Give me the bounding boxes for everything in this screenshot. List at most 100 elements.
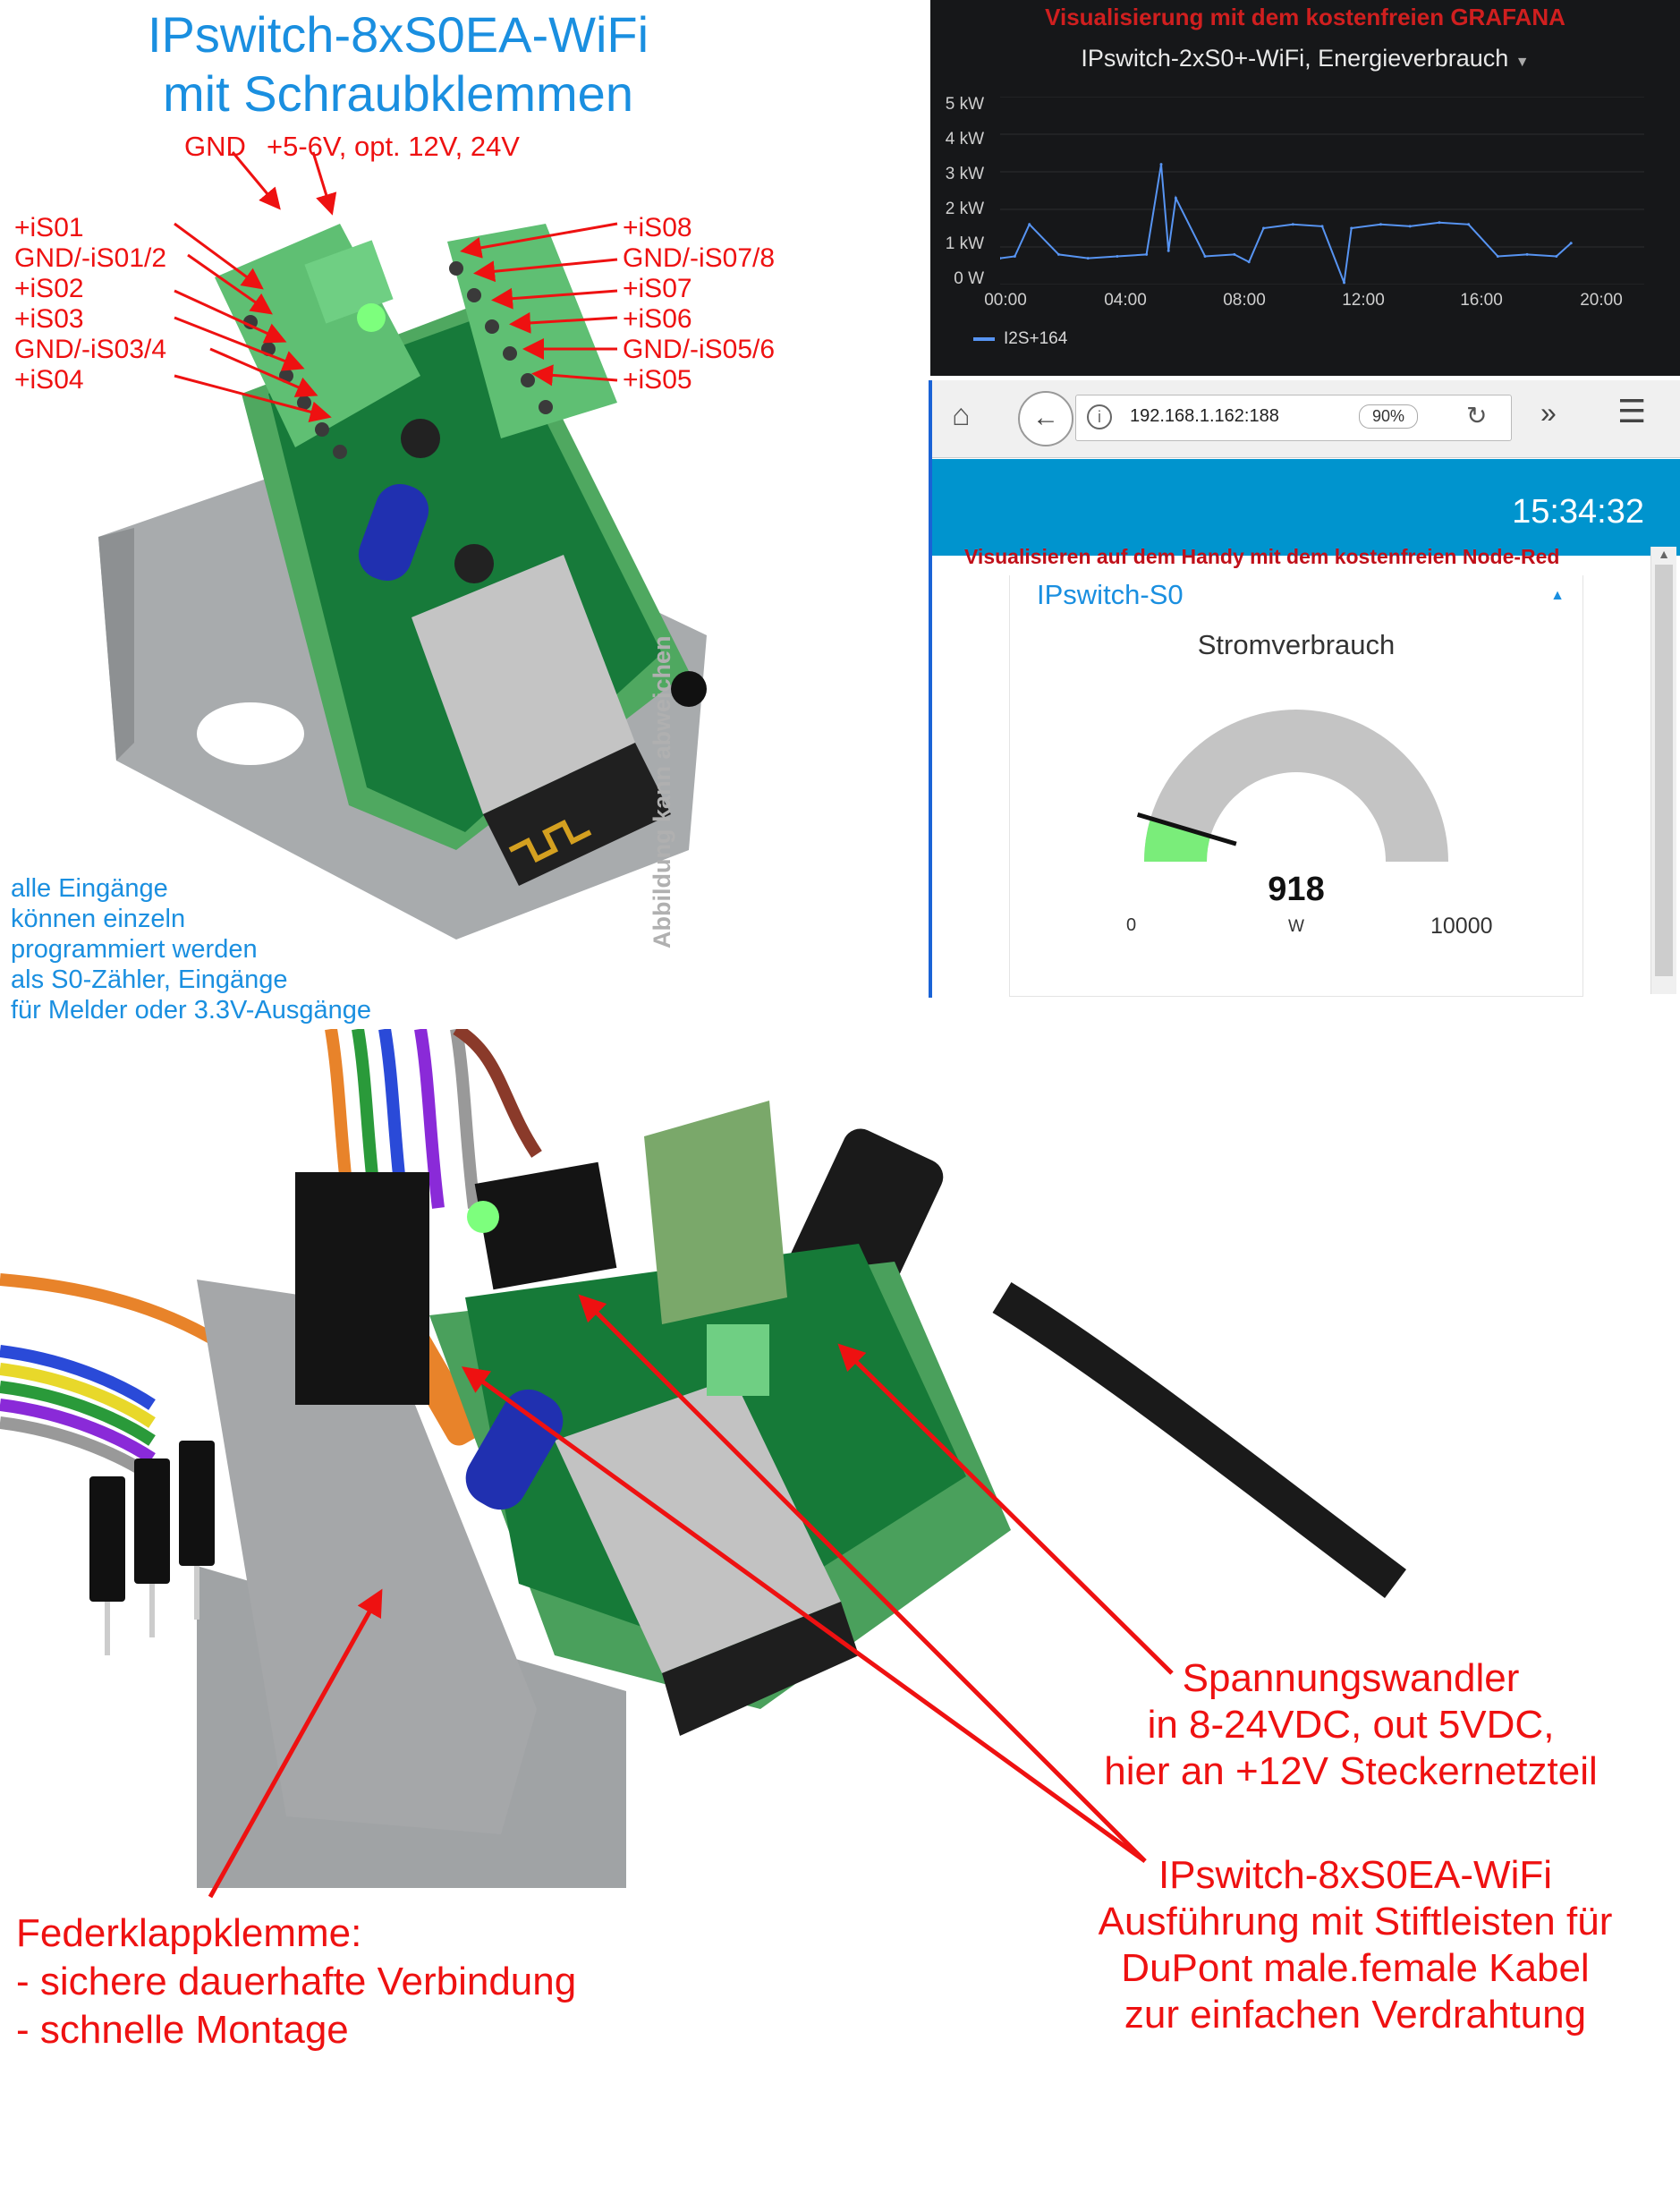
pin-label-is02: +iS02 bbox=[14, 274, 84, 303]
data-point bbox=[1167, 249, 1170, 252]
scroll-thumb[interactable] bbox=[1655, 565, 1673, 976]
scroll-up-icon[interactable]: ▲ bbox=[1658, 547, 1670, 561]
data-point bbox=[1320, 225, 1324, 228]
pin-label-is05: +iS05 bbox=[623, 365, 692, 395]
x-tick: 04:00 bbox=[1104, 291, 1147, 310]
menu-icon[interactable]: ☰ bbox=[1617, 393, 1647, 429]
grafana-chart bbox=[1000, 97, 1644, 285]
inputs-note-line: programmiert werden bbox=[11, 935, 258, 964]
data-point bbox=[1569, 242, 1573, 245]
clock: 15:34:32 bbox=[1512, 493, 1644, 531]
vin-label: +5-6V, opt. 12V, 24V bbox=[267, 131, 520, 162]
gauge-needle bbox=[1136, 812, 1237, 846]
data-point bbox=[1350, 226, 1353, 230]
page-title: IPswitch-8xS0EA-WiFi mit Schraubklemmen bbox=[89, 5, 707, 123]
gauge-value: 918 bbox=[1268, 871, 1325, 908]
x-tick: 16:00 bbox=[1460, 291, 1503, 310]
caption-line: Federklappklemme: bbox=[16, 1911, 362, 1955]
collapse-icon[interactable]: ▲ bbox=[1550, 588, 1565, 603]
gauge-min: 0 bbox=[1126, 915, 1137, 935]
inputs-note-line: für Melder oder 3.3V-Ausgänge bbox=[11, 996, 372, 1025]
data-point bbox=[1408, 225, 1412, 228]
board-illustration bbox=[98, 224, 707, 940]
y-tick: 5 kW bbox=[945, 95, 984, 114]
device-caption: IPswitch-8xS0EA-WiFi Ausführung mit Stif… bbox=[1038, 1852, 1673, 2038]
data-point bbox=[1028, 223, 1031, 226]
pin-label-is01: +iS01 bbox=[14, 213, 84, 242]
pin-label-gnd-is07-8: GND/-iS07/8 bbox=[623, 243, 776, 273]
data-point bbox=[1438, 221, 1441, 225]
inputs-note-line: können einzeln bbox=[11, 905, 186, 933]
legend-swatch bbox=[973, 336, 995, 341]
pin-label-gnd-is03-4: GND/-iS03/4 bbox=[14, 335, 167, 364]
series-line-I2S+164 bbox=[1000, 164, 1572, 284]
gauge-track bbox=[1144, 710, 1448, 862]
caption-line: - schnelle Montage bbox=[16, 2008, 349, 2052]
title-line-2: mit Schraubklemmen bbox=[163, 65, 633, 122]
clamp-caption: Federklappklemme: - sichere dauerhafte V… bbox=[16, 1909, 576, 2054]
x-tick: 00:00 bbox=[984, 291, 1027, 310]
reload-icon[interactable]: ↻ bbox=[1466, 402, 1488, 429]
url-text: 192.168.1.162:188 bbox=[1130, 406, 1279, 426]
left-pin-labels: +iS01 GND/-iS01/2 +iS02 +iS03 GND/-iS03/… bbox=[14, 213, 166, 395]
grafana-panel-title-text: IPswitch-2xS0+-WiFi, Energieverbrauch bbox=[1081, 45, 1509, 72]
x-tick: 20:00 bbox=[1580, 291, 1623, 310]
data-point bbox=[1174, 196, 1177, 200]
converter-caption: Spannungswandler in 8-24VDC, out 5VDC, h… bbox=[1047, 1655, 1655, 1795]
scrollbar[interactable]: ▲ bbox=[1650, 547, 1676, 994]
pin-label-gnd-is01-2: GND/-iS01/2 bbox=[14, 243, 167, 273]
data-point bbox=[1291, 223, 1294, 226]
gauge-title: Stromverbrauch bbox=[1197, 629, 1396, 660]
data-point bbox=[1379, 223, 1382, 226]
data-point bbox=[1525, 252, 1529, 256]
data-point bbox=[1056, 252, 1060, 256]
grafana-header: Visualisierung mit dem kostenfreien GRAF… bbox=[1045, 4, 1565, 30]
power-gauge bbox=[1136, 710, 1448, 862]
chart-legend[interactable]: I2S+164 bbox=[973, 329, 1067, 349]
back-button[interactable]: ← bbox=[1018, 391, 1073, 446]
data-point bbox=[1233, 252, 1236, 256]
caption-line: hier an +12V Steckernetzteil bbox=[1104, 1749, 1598, 1793]
group-title: IPswitch-S0 bbox=[1037, 579, 1184, 610]
board-photo-top bbox=[81, 170, 742, 940]
caption-line: - sichere dauerhafte Verbindung bbox=[16, 1960, 577, 2003]
caption-arrows bbox=[208, 1294, 1174, 1899]
caption-line: DuPont male.female Kabel bbox=[1121, 1946, 1590, 1990]
pin-label-gnd-is05-6: GND/-iS05/6 bbox=[623, 335, 776, 364]
overflow-icon[interactable]: » bbox=[1540, 396, 1557, 429]
info-icon: i bbox=[1087, 404, 1112, 429]
gauge-fill bbox=[1144, 818, 1211, 862]
pin-label-is07: +iS07 bbox=[623, 274, 692, 303]
pin-label-is03: +iS03 bbox=[14, 304, 84, 334]
caption-line: IPswitch-8xS0EA-WiFi bbox=[1158, 1853, 1553, 1897]
x-tick: 12:00 bbox=[1342, 291, 1385, 310]
pin-arrows bbox=[174, 151, 618, 422]
caption-line: in 8-24VDC, out 5VDC, bbox=[1147, 1703, 1555, 1747]
zoom-badge[interactable]: 90% bbox=[1359, 404, 1419, 429]
gauge-unit: W bbox=[1288, 917, 1304, 936]
data-point bbox=[1343, 281, 1346, 285]
x-tick: 08:00 bbox=[1223, 291, 1266, 310]
home-icon[interactable]: ⌂ bbox=[952, 398, 971, 432]
data-point bbox=[1116, 255, 1119, 258]
browser-toolbar: ⌂ ← i 192.168.1.162:188 90% ↻ » ☰ bbox=[932, 380, 1680, 458]
y-tick: 2 kW bbox=[945, 200, 984, 218]
y-tick: 1 kW bbox=[945, 234, 984, 253]
data-point bbox=[1013, 255, 1016, 258]
pin-label-is04: +iS04 bbox=[14, 365, 84, 395]
data-point bbox=[1496, 255, 1499, 258]
caption-line: Ausführung mit Stiftleisten für bbox=[1098, 1900, 1613, 1943]
data-point bbox=[1086, 257, 1090, 260]
data-point bbox=[1159, 163, 1163, 166]
grafana-panel: Visualisierung mit dem kostenfreien GRAF… bbox=[930, 0, 1680, 376]
url-bar[interactable]: i 192.168.1.162:188 90% ↻ bbox=[1075, 395, 1512, 441]
legend-label: I2S+164 bbox=[1004, 329, 1068, 348]
data-point bbox=[1203, 255, 1207, 258]
data-point bbox=[1262, 226, 1266, 230]
pin-label-is06: +iS06 bbox=[623, 304, 692, 334]
grafana-panel-title[interactable]: IPswitch-2xS0+-WiFi, Energieverbrauch ▼ bbox=[930, 45, 1680, 72]
nodered-header: 15:34:32 bbox=[932, 459, 1680, 556]
watermark: Abbildung kann abweichen bbox=[649, 635, 675, 948]
nodered-banner: Visualisieren auf dem Handy mit dem kost… bbox=[964, 545, 1560, 568]
inputs-note: alle Eingänge können einzeln programmier… bbox=[11, 873, 371, 1025]
